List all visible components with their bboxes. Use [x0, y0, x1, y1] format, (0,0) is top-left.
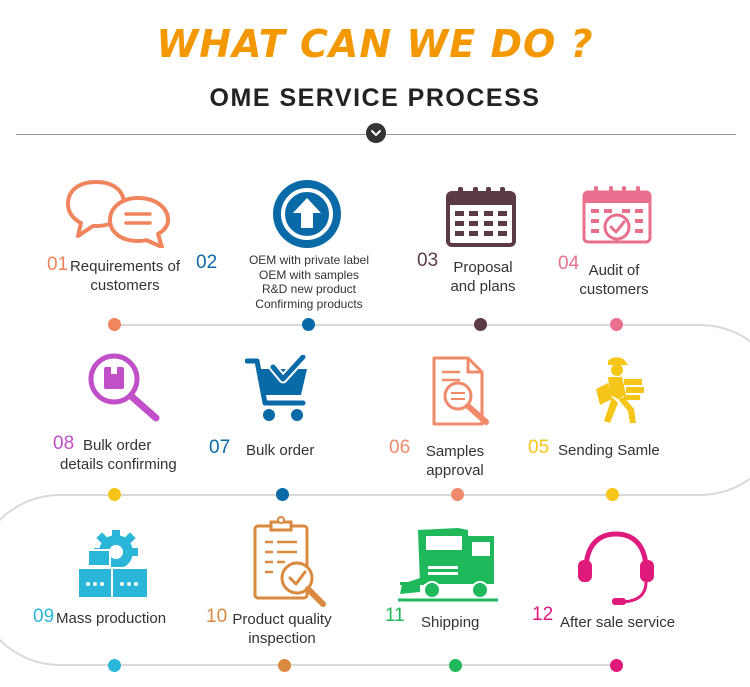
step-number-11: 11 [385, 605, 405, 626]
document-search-icon [432, 356, 489, 426]
shopping-cart-check-icon [245, 355, 308, 421]
step-number-03: 03 [417, 250, 439, 271]
headset-icon [578, 531, 654, 605]
chevron-down-icon [366, 123, 386, 143]
step-dot-06 [276, 488, 289, 501]
step-label-11: Shipping [421, 614, 480, 631]
magnifier-box-icon [88, 353, 160, 422]
step-dot-01 [108, 318, 121, 331]
step-number-09: 09 [33, 606, 55, 627]
step-number-04: 04 [558, 253, 580, 274]
step-label-12: After sale service [560, 614, 676, 631]
calendar-check-icon [582, 186, 652, 244]
step-number-12: 12 [532, 604, 554, 625]
step-dot-07 [451, 488, 464, 501]
page-subtitle: OME SERVICE PROCESS [209, 84, 541, 112]
courier-icon [596, 357, 644, 423]
step-number-02: 02 [196, 252, 218, 273]
clipboard-inspection-icon [253, 516, 326, 607]
step-number-08: 08 [53, 433, 75, 454]
step-dot-04 [610, 318, 623, 331]
truck-icon [398, 528, 498, 602]
step-dot-12 [610, 659, 623, 672]
step-number-06: 06 [389, 437, 411, 458]
step-label-05: Sending Samle [558, 442, 660, 459]
step-number-10: 10 [206, 606, 228, 627]
step-dot-02 [302, 318, 315, 331]
page-title: WHAT CAN WE DO ? [156, 22, 594, 66]
upload-arrow-icon [273, 180, 341, 248]
step-number-07: 07 [209, 437, 231, 458]
step-dot-03 [474, 318, 487, 331]
step-number-05: 05 [528, 437, 550, 458]
step-dot-10 [278, 659, 291, 672]
step-label-09: Mass production [56, 610, 167, 627]
step-dot-08 [606, 488, 619, 501]
chat-bubbles-icon [66, 180, 170, 248]
step-dot-11 [449, 659, 462, 672]
step-number-01: 01 [47, 254, 69, 275]
factory-gear-icon [77, 530, 149, 599]
step-label-07: Bulk order [246, 442, 315, 459]
step-dot-09 [108, 659, 121, 672]
calendar-icon [446, 187, 516, 247]
step-dot-05 [108, 488, 121, 501]
